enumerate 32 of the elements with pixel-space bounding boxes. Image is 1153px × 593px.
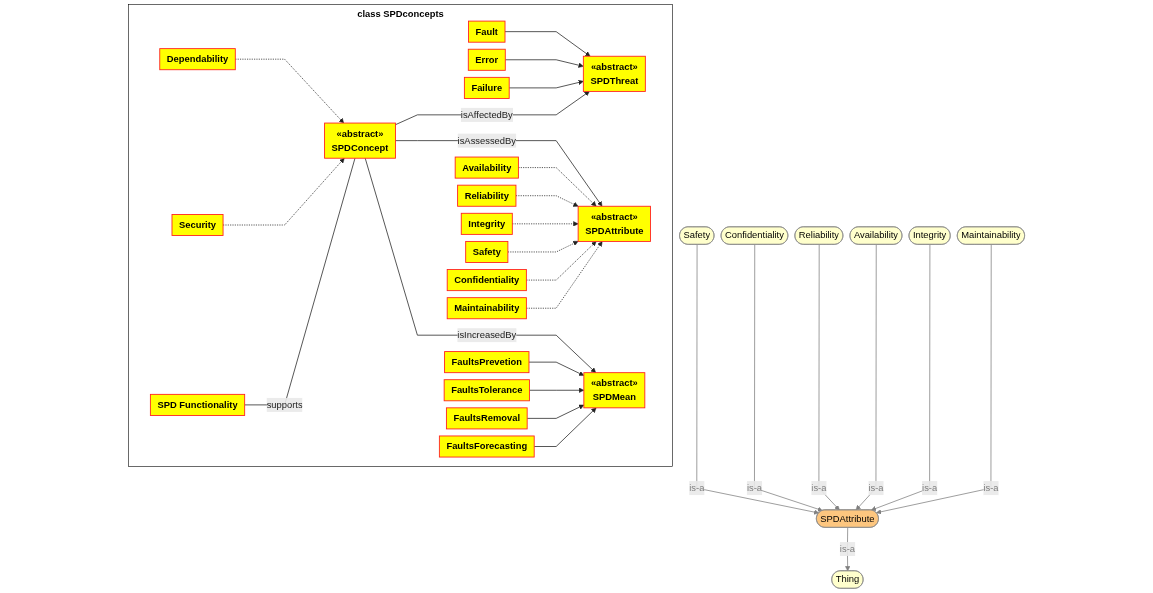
node-box: «abstract» SPDConcept — [324, 122, 396, 159]
edge-label: is-a — [922, 482, 938, 493]
node-box: Dependability — [159, 48, 236, 71]
node-box: FaultsForecasting — [438, 435, 535, 458]
node-box: «abstract» SPDAttribute — [577, 205, 651, 242]
node-box: Reliability — [457, 184, 517, 207]
node-box: Integrity — [460, 212, 513, 235]
edge-label: supports — [266, 399, 303, 410]
node-box: Availability — [454, 156, 519, 179]
connector — [244, 157, 356, 406]
node-box: Failure — [463, 76, 510, 99]
edge-label: isAffectedBy — [460, 109, 513, 120]
node-box: Safety — [465, 241, 509, 263]
edge-label: is-a — [689, 482, 705, 493]
node-box: SPD Functionality — [149, 393, 246, 416]
node-box: FaultsTolerance — [443, 379, 530, 402]
node-box: FaultsPrevetion — [444, 351, 530, 374]
node-box: Security — [171, 214, 224, 236]
node-box: Error — [467, 48, 506, 71]
node-box: Maintainability — [446, 297, 527, 320]
node-box: FaultsRemoval — [445, 407, 528, 430]
edge-label: is-a — [746, 482, 763, 493]
edge-label: isIncreasedBy — [457, 329, 517, 340]
edge-label: is-a — [811, 482, 827, 493]
edge-label: is-a — [839, 543, 855, 554]
node-box: Confidentiality — [446, 269, 527, 292]
node-box: «abstract» SPDMean — [583, 372, 646, 409]
edge-label: isAssessedBy — [457, 135, 516, 146]
edge-label: is-a — [868, 482, 884, 493]
node-box: Fault — [468, 20, 506, 43]
edge-label: is-a — [983, 482, 999, 493]
node-box: «abstract» SPDThreat — [582, 55, 646, 92]
